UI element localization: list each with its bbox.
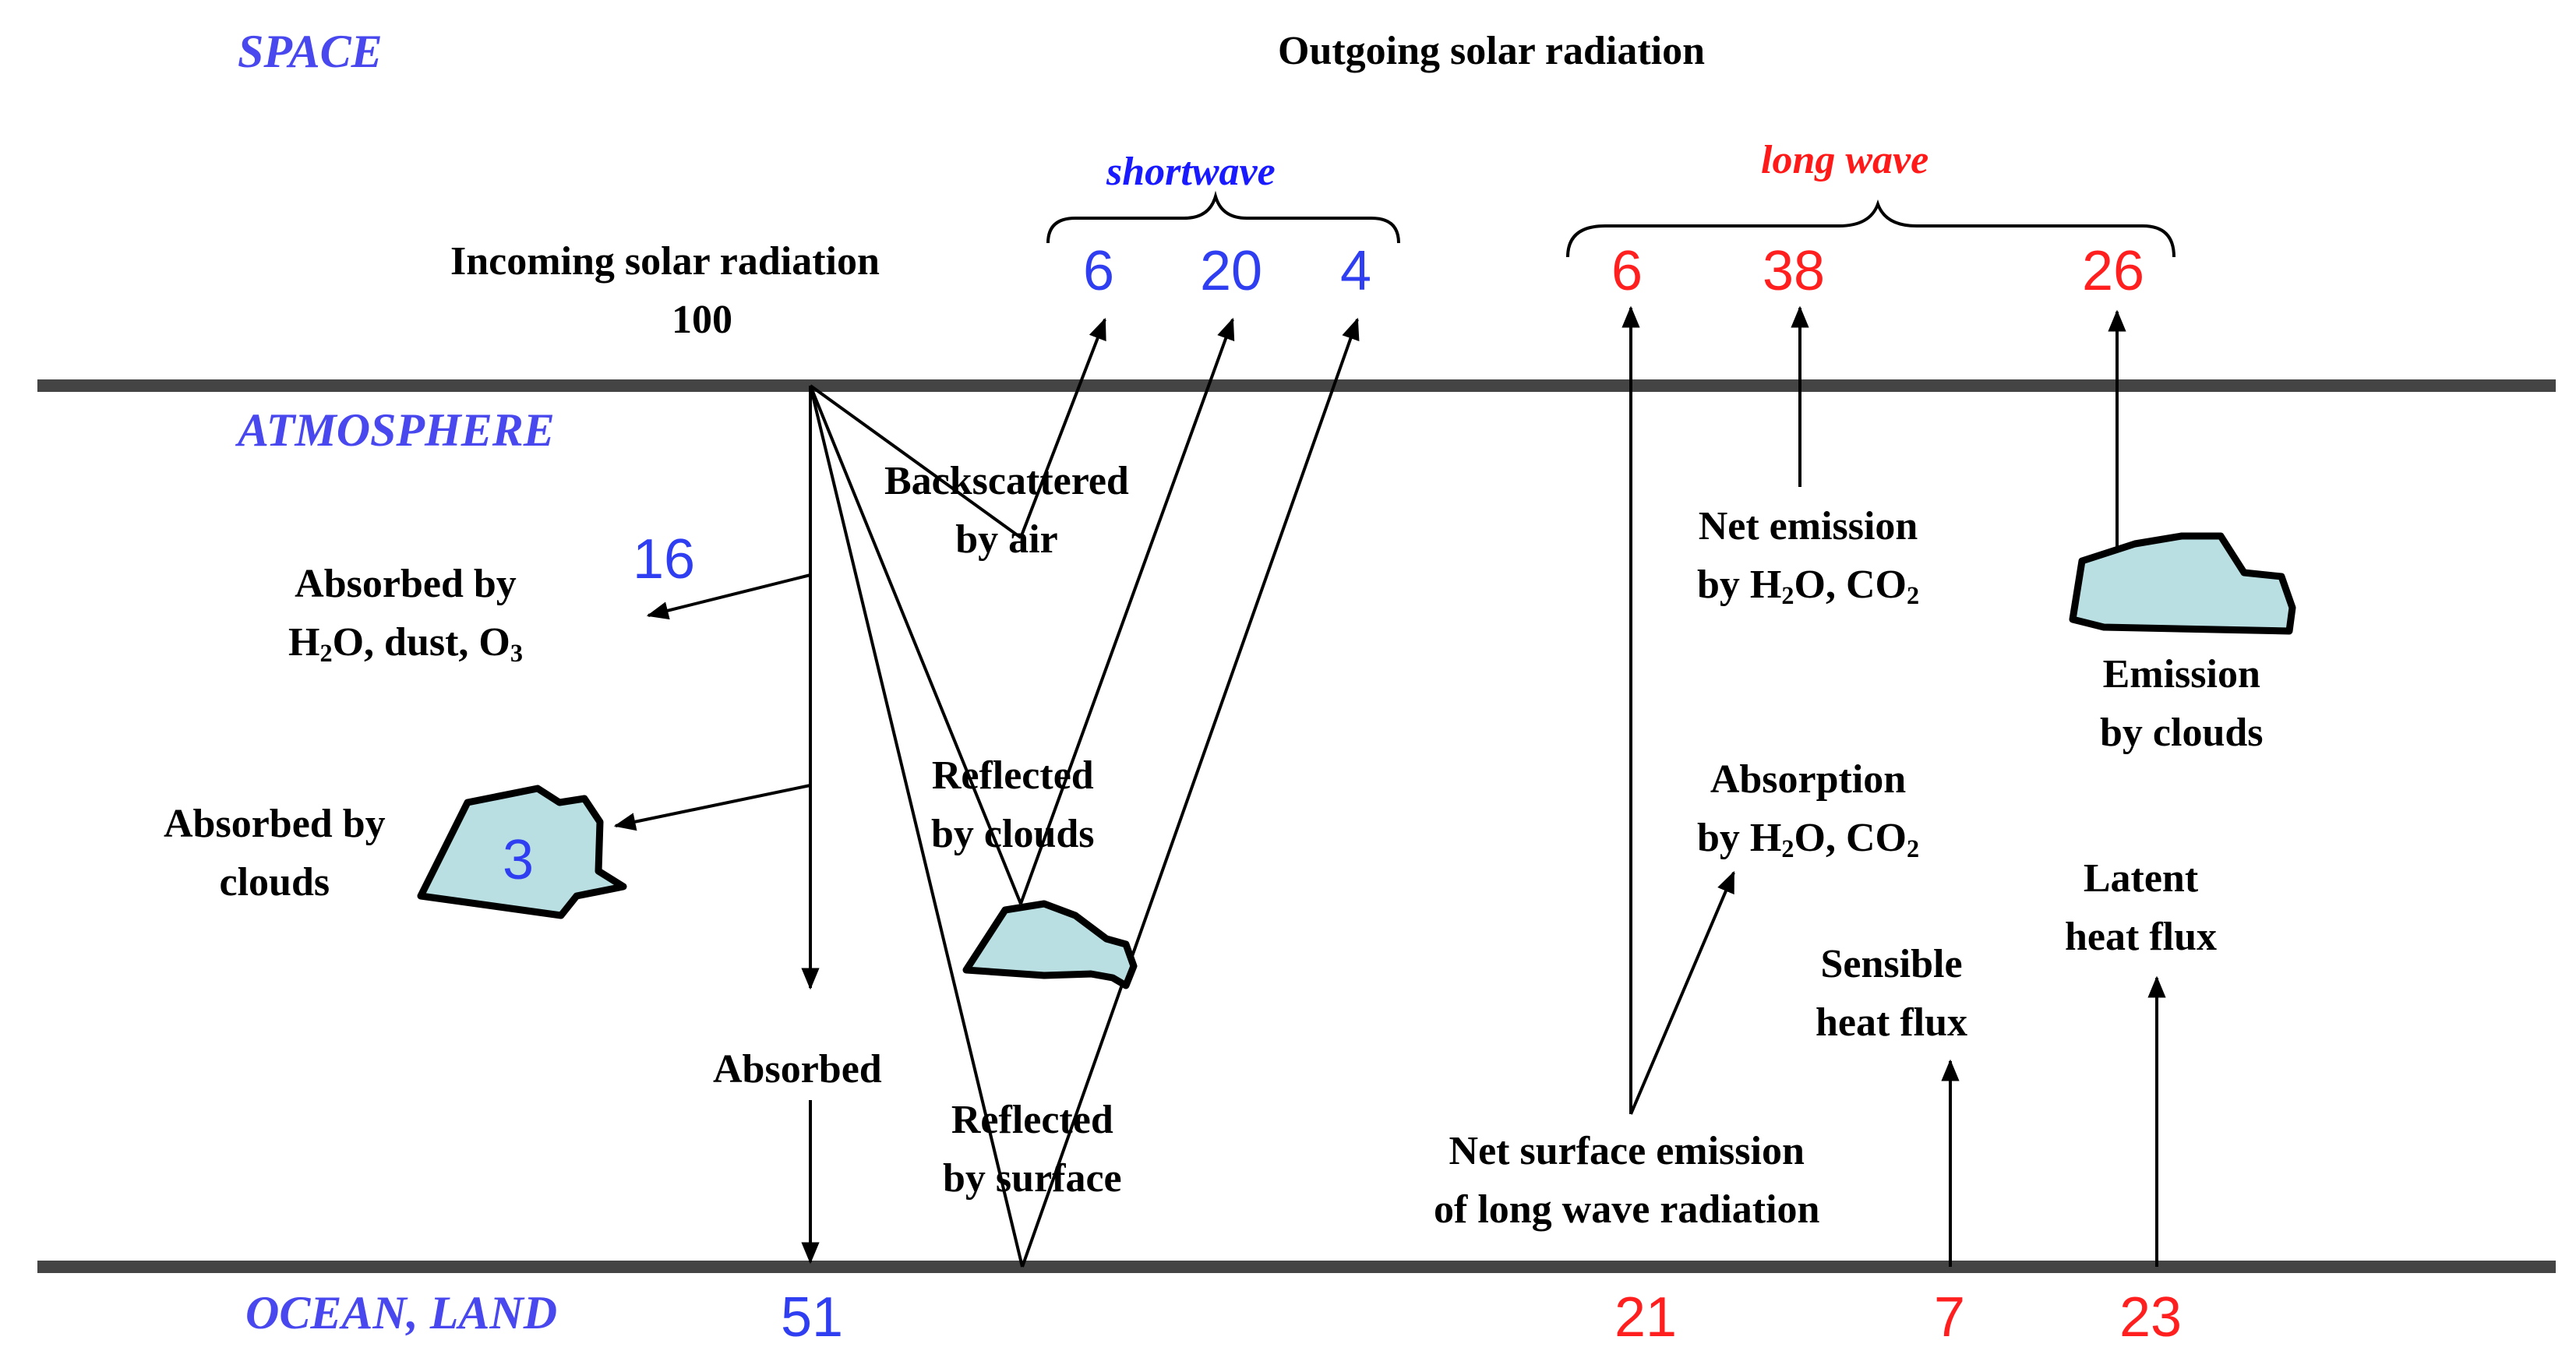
value-lw-window: 6	[1611, 240, 1643, 302]
emission-clouds-label: Emission by clouds	[2100, 652, 2264, 756]
value-sensible: 7	[1934, 1286, 1966, 1349]
value-net-surface-lw: 21	[1614, 1286, 1678, 1349]
reflected-clouds-label: Reflected by clouds	[931, 753, 1095, 857]
net-surface-emission-label: Net surface emission of long wave radiat…	[1434, 1129, 1820, 1233]
value-sw-backscatter: 6	[1083, 240, 1115, 302]
value-lw-h2o-co2: 38	[1763, 240, 1826, 302]
net-emission-label: Net emission by H2O, CO2	[1697, 504, 1920, 610]
value-sw-surface: 4	[1340, 240, 1372, 302]
value-absorbed-atmosphere: 16	[633, 528, 696, 591]
incoming-title: Incoming solar radiation	[450, 239, 880, 284]
longwave-arrows	[1621, 305, 2166, 1267]
cloud-icon-absorbed	[417, 785, 627, 919]
space-label: SPACE	[238, 26, 383, 77]
shortwave-brace-icon	[1046, 190, 1400, 244]
cloud-icon-emitting	[2069, 532, 2296, 635]
value-absorbed-clouds: 3	[503, 829, 535, 891]
longwave-brace-icon	[1566, 199, 2175, 258]
value-sw-clouds: 20	[1200, 240, 1263, 302]
reflected-surface-label: Reflected by surface	[943, 1098, 1122, 1201]
absorption-label: Absorption by H2O, CO2	[1697, 757, 1920, 863]
atmosphere-label: ATMOSPHERE	[238, 404, 555, 456]
cloud-icon-reflecting	[962, 900, 1138, 989]
incoming-radiation-arrows	[613, 317, 1360, 1268]
value-latent: 23	[2119, 1286, 2183, 1349]
latent-heat-label: Latent heat flux	[2065, 856, 2217, 960]
absorbed-h2o-label: Absorbed by H2O, dust, O3	[288, 562, 523, 668]
ocean-land-label: OCEAN, LAND	[245, 1287, 558, 1338]
backscattered-label: Backscattered by air	[884, 459, 1129, 563]
longwave-label: long wave	[1761, 138, 1929, 182]
incoming-value: 100	[672, 298, 732, 342]
shortwave-label: shortwave	[1106, 150, 1276, 194]
outgoing-title: Outgoing solar radiation	[1278, 29, 1706, 73]
value-absorbed-surface: 51	[781, 1286, 844, 1349]
absorbed-surface-label: Absorbed	[713, 1047, 882, 1092]
value-lw-clouds: 26	[2082, 240, 2145, 302]
sensible-heat-label: Sensible heat flux	[1816, 942, 1967, 1046]
absorbed-clouds-label: Absorbed by clouds	[164, 802, 386, 905]
